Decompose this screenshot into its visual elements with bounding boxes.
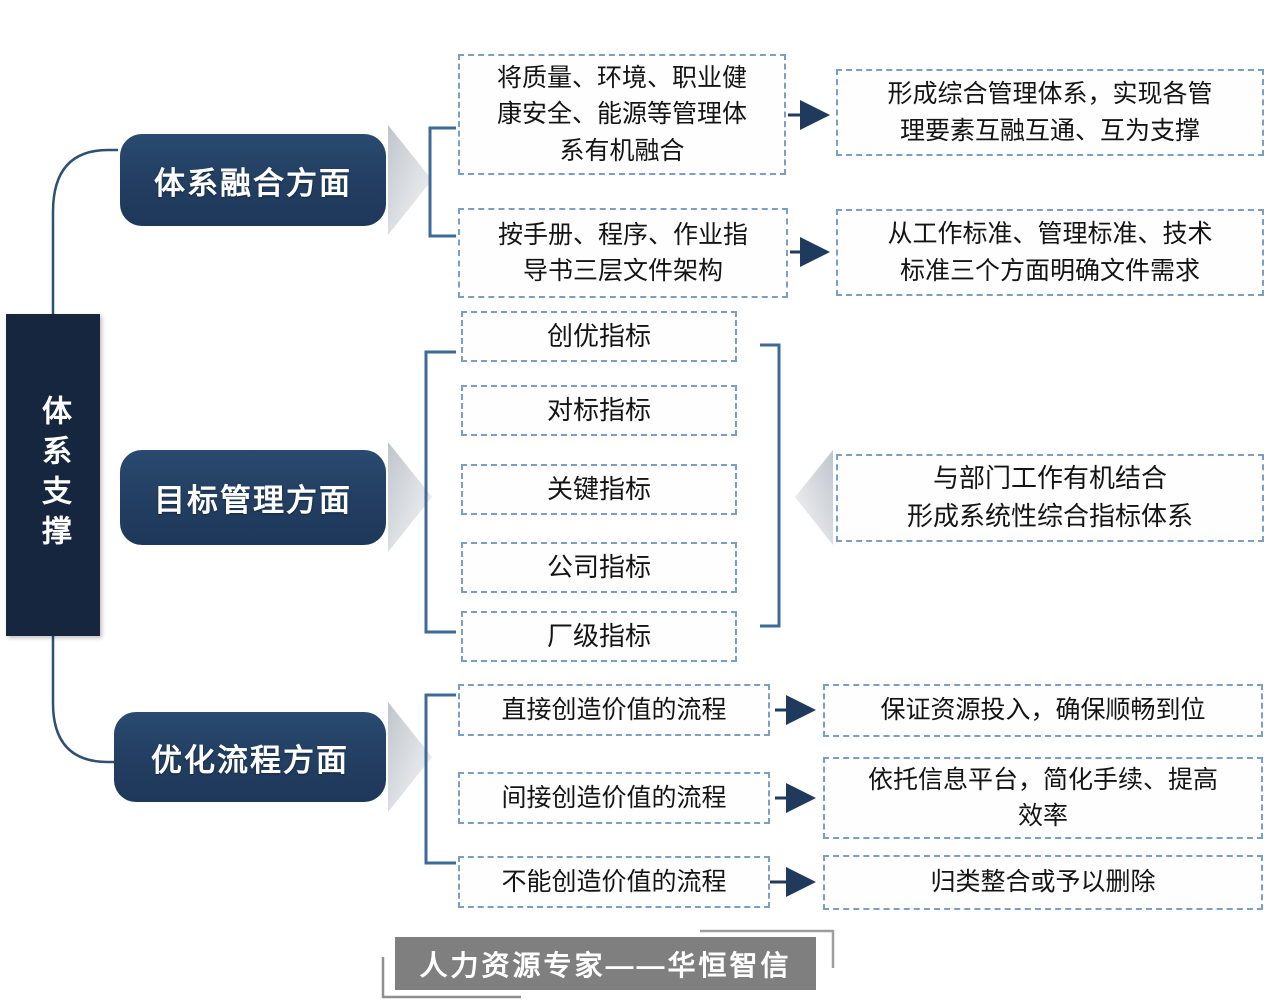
fusion-row1-left-box: 将质量、环境、职业健 康安全、能源等管理体 系有机融合 — [458, 54, 786, 175]
curve-root-to-process — [51, 634, 116, 764]
branch-node-target-label: 目标管理方面 — [154, 483, 352, 518]
target-item-box: 厂级指标 — [461, 611, 737, 662]
process-row1-right-box: 保证资源投入，确保顺畅到位 — [823, 684, 1263, 737]
process-row1-left-box: 直接创造价值的流程 — [458, 684, 770, 736]
fusion-row1-right-box: 形成综合管理体系，实现各管 理要素互融互通、互为支撑 — [836, 69, 1264, 156]
root-node-system-support: 体系支撑 — [6, 314, 100, 636]
process-row2-right-box: 依托信息平台，简化手续、提高 效率 — [823, 757, 1263, 839]
branch-node-fusion-label: 体系融合方面 — [154, 165, 352, 201]
target-item-box: 关键指标 — [461, 464, 737, 515]
process-row3-left-box: 不能创造价值的流程 — [458, 856, 770, 908]
target-item-box: 创优指标 — [461, 311, 737, 362]
bracket-target-left — [424, 350, 456, 634]
chevron-right-icon-process — [388, 702, 432, 812]
bracket-process — [424, 693, 456, 865]
fusion-row2-right-box: 从工作标准、管理标准、技术 标准三个方面明确文件需求 — [836, 209, 1264, 296]
target-item-box: 对标指标 — [461, 385, 737, 436]
process-row3-right-box: 归类整合或予以删除 — [823, 855, 1263, 910]
branch-node-target: 目标管理方面 — [120, 450, 386, 545]
footer-banner: 人力资源专家——华恒智信 — [395, 937, 816, 990]
process-row2-left-box: 间接创造价值的流程 — [458, 772, 770, 824]
curve-root-to-fusion — [51, 148, 118, 316]
branch-node-fusion: 体系融合方面 — [120, 134, 386, 226]
branch-node-process: 优化流程方面 — [114, 712, 386, 802]
bracket-fusion — [428, 126, 456, 238]
fusion-row2-left-box: 按手册、程序、作业指 导书三层文件架构 — [458, 208, 788, 298]
target-item-box: 公司指标 — [461, 542, 737, 593]
root-node-label: 体系支撑 — [37, 395, 70, 555]
branch-node-process-label: 优化流程方面 — [151, 742, 349, 778]
footer-banner-text: 人力资源专家——华恒智信 — [419, 949, 792, 981]
chevron-left-icon-target-result — [795, 450, 833, 545]
target-result-box: 与部门工作有机结合 形成系统性综合指标体系 — [836, 454, 1264, 542]
bracket-target-right — [760, 343, 781, 628]
chevron-right-icon-fusion — [388, 125, 432, 235]
chevron-right-icon-target — [388, 442, 432, 552]
